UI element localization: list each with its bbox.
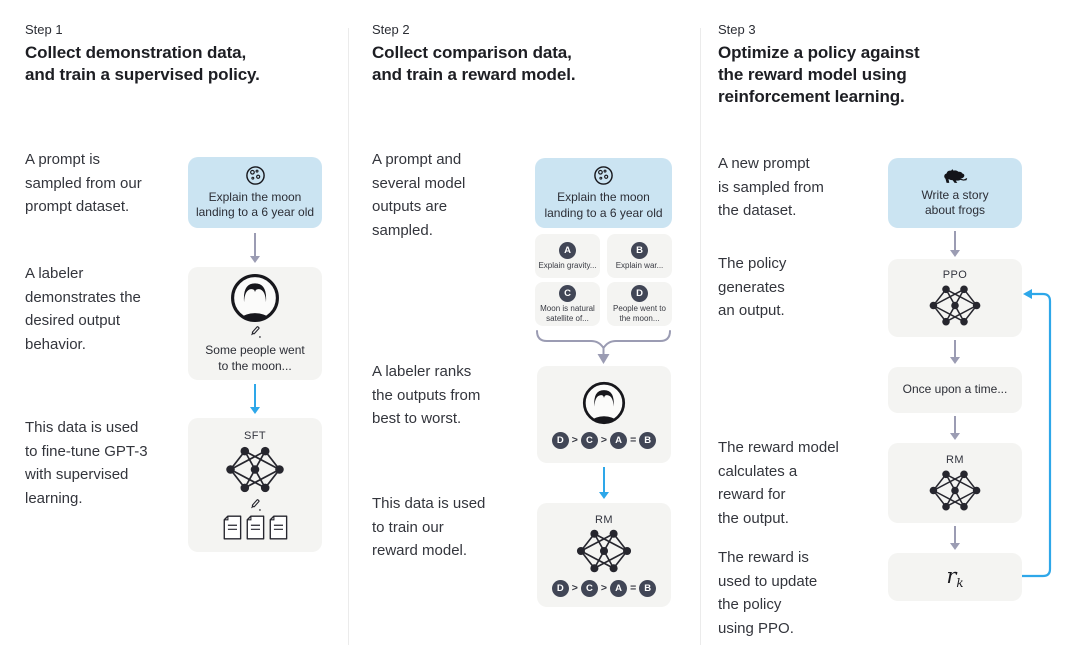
step1-paragraph-3: This data is used to fine-tune GPT-3 wit… bbox=[25, 419, 148, 507]
documents-icon bbox=[222, 515, 288, 540]
ranking-row: D > C > A = B bbox=[551, 431, 657, 449]
brace-arrow-icon bbox=[536, 330, 671, 364]
step3-rm-box: RM bbox=[888, 443, 1022, 523]
step1-paragraph-1: A prompt is sampled from our prompt data… bbox=[25, 151, 142, 215]
step1-labeler-box: Some people went to the moon... bbox=[188, 267, 322, 380]
step3-output-box: Once upon a time... bbox=[888, 367, 1022, 413]
step1-title: Collect demonstration data, and train a … bbox=[25, 43, 260, 84]
feedback-loop-arrow-icon bbox=[1022, 289, 1052, 578]
step2-paragraph-2: A labeler ranks the outputs from best to… bbox=[372, 363, 481, 427]
rm-label: RM bbox=[595, 513, 613, 526]
step3-paragraph-4: The reward is used to update the policy … bbox=[718, 549, 818, 637]
step3-reward-box: rk bbox=[888, 553, 1022, 601]
reward-symbol: rk bbox=[946, 563, 964, 591]
column-divider bbox=[700, 28, 701, 645]
neural-network-icon bbox=[222, 444, 288, 495]
step3-title: Optimize a policy against the reward mod… bbox=[718, 43, 920, 106]
arrow-down-icon bbox=[949, 416, 960, 440]
ranking-row: D > C > A = B bbox=[551, 579, 657, 597]
pencil-icon bbox=[248, 498, 262, 512]
output-card-a: A Explain gravity... bbox=[535, 234, 600, 278]
moon-icon bbox=[593, 165, 614, 186]
sft-label: SFT bbox=[244, 430, 266, 442]
neural-network-icon bbox=[926, 468, 984, 513]
step2-title: Collect comparison data, and train a rew… bbox=[372, 43, 576, 84]
step2-paragraph-3: This data is used to train our reward mo… bbox=[372, 495, 486, 559]
output-letter-badge: A bbox=[559, 241, 576, 259]
step1-label: Step 1 bbox=[25, 22, 63, 37]
arrow-down-icon bbox=[949, 526, 960, 550]
arrow-down-icon bbox=[249, 233, 260, 263]
arrow-down-blue-icon bbox=[598, 467, 609, 499]
step1-paragraph-2: A labeler demonstrates the desired outpu… bbox=[25, 265, 141, 353]
step3-ppo-box: PPO bbox=[888, 259, 1022, 337]
step3-prompt-text: Write a story about frogs bbox=[921, 187, 989, 218]
step3-paragraph-3: The reward model calculates a reward for… bbox=[718, 439, 839, 527]
output-letter-badge: D bbox=[631, 285, 648, 302]
step1-sft-box: SFT bbox=[188, 418, 322, 552]
ppo-label: PPO bbox=[942, 268, 968, 281]
rm-label: RM bbox=[946, 453, 964, 466]
step1-prompt-text: Explain the moon landing to a 6 year old bbox=[195, 189, 315, 220]
step3-output-text: Once upon a time... bbox=[902, 382, 1008, 397]
pencil-icon bbox=[248, 325, 262, 339]
labeler-icon bbox=[230, 273, 280, 323]
step3-paragraph-1: A new prompt is sampled from the dataset… bbox=[718, 155, 824, 219]
output-letter-badge: B bbox=[631, 241, 648, 259]
labeler-icon bbox=[582, 381, 626, 425]
output-card-b: B Explain war... bbox=[607, 234, 672, 278]
step3-label: Step 3 bbox=[718, 22, 756, 37]
step2-label: Step 2 bbox=[372, 22, 410, 37]
neural-network-icon bbox=[573, 527, 635, 575]
output-card-c: C Moon is natural satellite of... bbox=[535, 282, 600, 326]
moon-icon bbox=[245, 165, 266, 186]
step3-paragraph-2: The policy generates an output. bbox=[718, 255, 787, 319]
neural-network-icon bbox=[926, 283, 984, 328]
step2-rm-box: RM D > C > A = B bbox=[537, 503, 671, 607]
output-letter-badge: C bbox=[559, 285, 576, 302]
output-card-d: D People went to the moon... bbox=[607, 282, 672, 326]
arrow-down-icon bbox=[949, 231, 960, 257]
arrow-down-icon bbox=[949, 340, 960, 364]
step3-prompt-box: Write a story about frogs bbox=[888, 158, 1022, 228]
step1-prompt-box: Explain the moon landing to a 6 year old bbox=[188, 157, 322, 228]
step2-prompt-text: Explain the moon landing to a 6 year old bbox=[544, 190, 663, 220]
step1-demonstration-text: Some people went to the moon... bbox=[205, 343, 305, 373]
column-divider bbox=[348, 28, 349, 645]
frog-icon bbox=[942, 168, 968, 184]
arrow-down-blue-icon bbox=[249, 384, 260, 414]
step2-prompt-box: Explain the moon landing to a 6 year old bbox=[535, 158, 672, 228]
step2-labeler-box: D > C > A = B bbox=[537, 366, 671, 463]
step2-paragraph-1: A prompt and several model outputs are s… bbox=[372, 151, 466, 239]
